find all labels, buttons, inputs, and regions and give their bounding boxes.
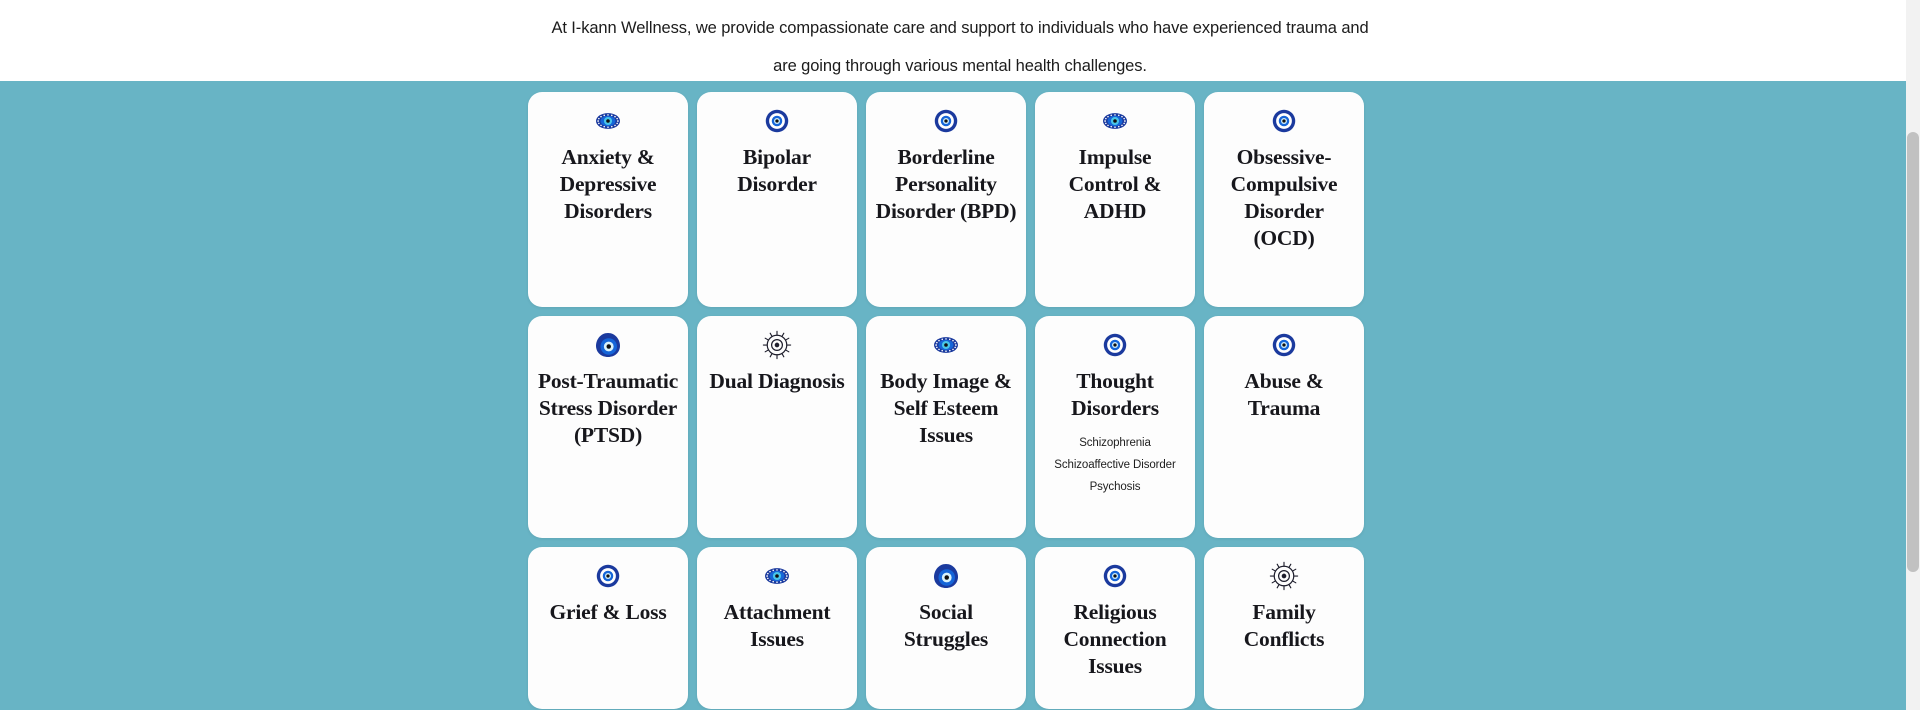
condition-card-title: Impulse Control & ADHD: [1068, 145, 1162, 223]
condition-card-title: Post-Traumatic Stress Disorder (PTSD): [537, 369, 679, 447]
conditions-panel: Anxiety & Depressive Disorders Bipolar Di…: [0, 81, 1906, 710]
condition-card[interactable]: Impulse Control & ADHD: [1035, 92, 1195, 307]
condition-card[interactable]: Anxiety & Depressive Disorders: [528, 92, 688, 307]
page-scrollbar-thumb[interactable]: [1907, 132, 1919, 572]
condition-card-title: Attachment Issues: [723, 600, 831, 651]
condition-card[interactable]: Social Struggles: [866, 547, 1026, 709]
intro-section: At I-kann Wellness, we provide compassio…: [0, 0, 1920, 81]
condition-card-title: Bipolar Disorder: [737, 145, 817, 196]
page-scrollbar-track[interactable]: [1906, 0, 1920, 710]
evil-eye-teardrop-icon: [931, 561, 961, 595]
condition-card[interactable]: Obsessive-Compulsive Disorder (OCD): [1204, 92, 1364, 307]
condition-card[interactable]: Grief & Loss: [528, 547, 688, 709]
intro-paragraph: At I-kann Wellness, we provide compassio…: [551, 19, 1369, 75]
condition-card-title: Obsessive-Compulsive Disorder (OCD): [1230, 145, 1338, 250]
evil-eye-lash-icon: [762, 561, 792, 595]
condition-subitem: Psychosis: [1089, 481, 1141, 493]
condition-card-title: Borderline Personality Disorder (BPD): [875, 145, 1017, 223]
evil-eye-ring-icon: [762, 106, 792, 140]
evil-eye-ring-icon: [1100, 561, 1130, 595]
condition-card-title: Family Conflicts: [1243, 600, 1325, 651]
condition-card-title: Body Image & Self Esteem Issues: [880, 369, 1012, 447]
conditions-grid: Anxiety & Depressive Disorders Bipolar Di…: [528, 81, 1378, 709]
evil-eye-lash-icon: [931, 330, 961, 364]
condition-card[interactable]: Body Image & Self Esteem Issues: [866, 316, 1026, 538]
evil-eye-teardrop-icon: [593, 330, 623, 364]
condition-card[interactable]: Borderline Personality Disorder (BPD): [866, 92, 1026, 307]
condition-card[interactable]: Bipolar Disorder: [697, 92, 857, 307]
condition-card[interactable]: Family Conflicts: [1204, 547, 1364, 709]
evil-eye-lash-icon: [1100, 106, 1130, 140]
condition-card-title: Thought Disorders: [1071, 369, 1159, 420]
condition-card-title: Dual Diagnosis: [709, 369, 845, 393]
condition-card[interactable]: Dual Diagnosis: [697, 316, 857, 538]
evil-eye-ring-icon: [1100, 330, 1130, 364]
condition-card-title: Social Struggles: [903, 600, 989, 651]
eye-sunburst-outline-icon: [1269, 561, 1299, 595]
condition-card-title: Abuse & Trauma: [1244, 369, 1324, 420]
eye-sunburst-outline-icon: [762, 330, 792, 364]
evil-eye-ring-icon: [593, 561, 623, 595]
evil-eye-lash-icon: [593, 106, 623, 140]
condition-card[interactable]: Abuse & Trauma: [1204, 316, 1364, 538]
condition-card[interactable]: Religious Connection Issues: [1035, 547, 1195, 709]
condition-card-title: Religious Connection Issues: [1063, 600, 1167, 678]
condition-card[interactable]: Attachment Issues: [697, 547, 857, 709]
condition-subitem: Schizoaffective Disorder: [1054, 459, 1176, 471]
evil-eye-ring-icon: [1269, 106, 1299, 140]
condition-card[interactable]: Post-Traumatic Stress Disorder (PTSD): [528, 316, 688, 538]
condition-card-title: Anxiety & Depressive Disorders: [559, 145, 657, 223]
condition-card-title: Grief & Loss: [549, 600, 667, 624]
condition-subitem: Schizophrenia: [1079, 437, 1151, 449]
evil-eye-ring-icon: [931, 106, 961, 140]
evil-eye-ring-icon: [1269, 330, 1299, 364]
